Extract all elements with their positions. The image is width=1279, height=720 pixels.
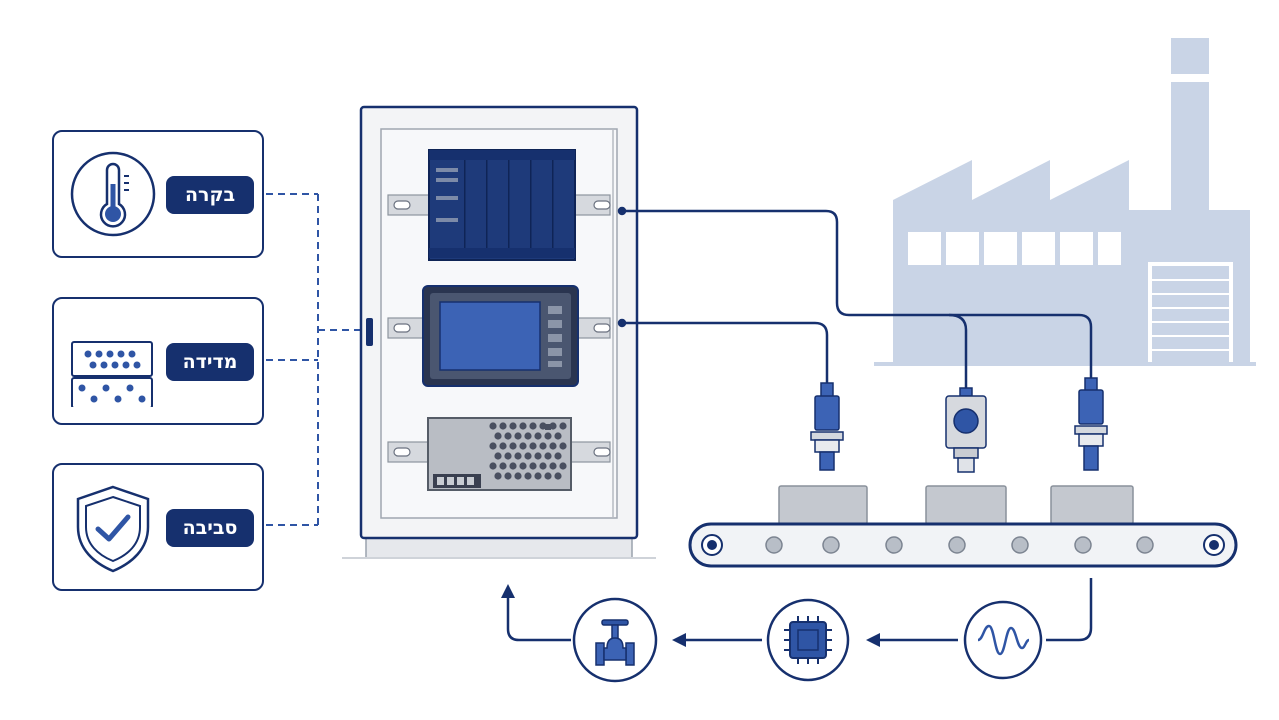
vent-hole: [554, 452, 562, 460]
inductive-sensor-2: [1074, 377, 1108, 471]
vent-hole: [554, 472, 562, 480]
vent-hole: [499, 462, 507, 470]
vent-hole: [534, 432, 542, 440]
vent-hole: [549, 422, 557, 430]
vent-hole: [544, 432, 552, 440]
vent-hole: [544, 452, 552, 460]
vent-hole: [559, 442, 567, 450]
factory-building: [874, 38, 1256, 366]
thermometer-icon: [70, 151, 156, 237]
vent-hole: [504, 452, 512, 460]
vent-hole: [509, 442, 517, 450]
vent-hole: [524, 452, 532, 460]
vent-hole: [519, 442, 527, 450]
vent-hole: [534, 452, 542, 460]
vent-hole: [529, 422, 537, 430]
photo-sensor: [945, 387, 987, 473]
conveyor-belt: [688, 522, 1238, 568]
power-supply: [427, 417, 572, 491]
card-label: מדידה: [166, 343, 254, 381]
vent-hole: [494, 452, 502, 460]
dashed-connectors: [266, 193, 364, 526]
vent-hole: [519, 422, 527, 430]
vent-hole: [544, 472, 552, 480]
valve-icon: [572, 597, 658, 683]
vent-hole: [504, 432, 512, 440]
control-cabinet: [342, 105, 656, 559]
plc-module: [428, 149, 576, 261]
vent-hole: [524, 472, 532, 480]
vent-hole: [509, 422, 517, 430]
vent-hole: [509, 462, 517, 470]
vent-hole: [524, 432, 532, 440]
vent-hole: [539, 462, 547, 470]
vent-hole: [499, 422, 507, 430]
microchip-icon: [766, 598, 850, 682]
inductive-sensor-1: [810, 382, 844, 471]
vent-hole: [529, 462, 537, 470]
card-measurement: מדידה: [52, 297, 264, 425]
card-label: בקרה: [166, 176, 254, 214]
vent-hole: [539, 422, 547, 430]
vent-hole: [514, 452, 522, 460]
vent-hole: [514, 432, 522, 440]
flow-arrowheads: [501, 584, 880, 647]
signal-cables: [617, 206, 1093, 392]
vent-hole: [494, 432, 502, 440]
vent-hole: [529, 442, 537, 450]
hmi-panel: [422, 285, 579, 387]
vent-hole: [534, 472, 542, 480]
conveyor-products: [778, 485, 1134, 525]
vent-hole: [514, 472, 522, 480]
vent-hole: [554, 432, 562, 440]
vent-hole: [519, 462, 527, 470]
vent-hole: [549, 442, 557, 450]
vent-hole: [489, 462, 497, 470]
vent-hole: [549, 462, 557, 470]
vent-hole: [504, 472, 512, 480]
measurement-panel-icon: [71, 341, 153, 407]
waveform-icon: [963, 600, 1043, 680]
feedback-flow: [506, 578, 1093, 642]
card-label: סביבה: [166, 509, 254, 547]
card-environment: סביבה: [52, 463, 264, 591]
vent-hole: [494, 472, 502, 480]
vent-hole: [539, 442, 547, 450]
vent-hole: [489, 442, 497, 450]
vent-hole: [559, 422, 567, 430]
vent-hole: [499, 442, 507, 450]
vent-hole: [559, 462, 567, 470]
shield-check-icon: [76, 485, 150, 573]
card-control: בקרה: [52, 130, 264, 258]
vent-hole: [489, 422, 497, 430]
